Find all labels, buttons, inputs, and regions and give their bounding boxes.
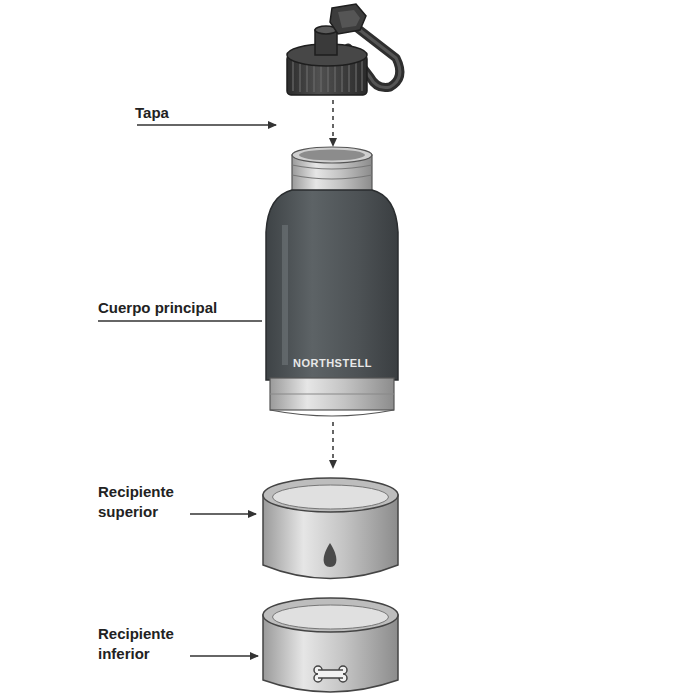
bottle-body-drawing [266,147,398,416]
brand-text: NORTHSTELL [293,357,372,370]
cap-drawing [287,4,400,95]
part-label: Recipiente superior [98,482,210,522]
bone-icon [314,666,347,682]
assembly-arrow [332,422,334,468]
part-label: Tapa [135,103,169,123]
leader-line [98,320,262,321]
leader-line [190,513,256,514]
water-drop-icon [324,543,337,567]
upper-bowl-drawing [263,478,398,579]
assembly-arrow [332,100,334,146]
leader-line [137,124,276,125]
lower-bowl-drawing [263,598,398,692]
leader-line [190,655,258,656]
part-label: Recipiente inferior [98,624,210,664]
part-label: Cuerpo principal [98,298,217,318]
